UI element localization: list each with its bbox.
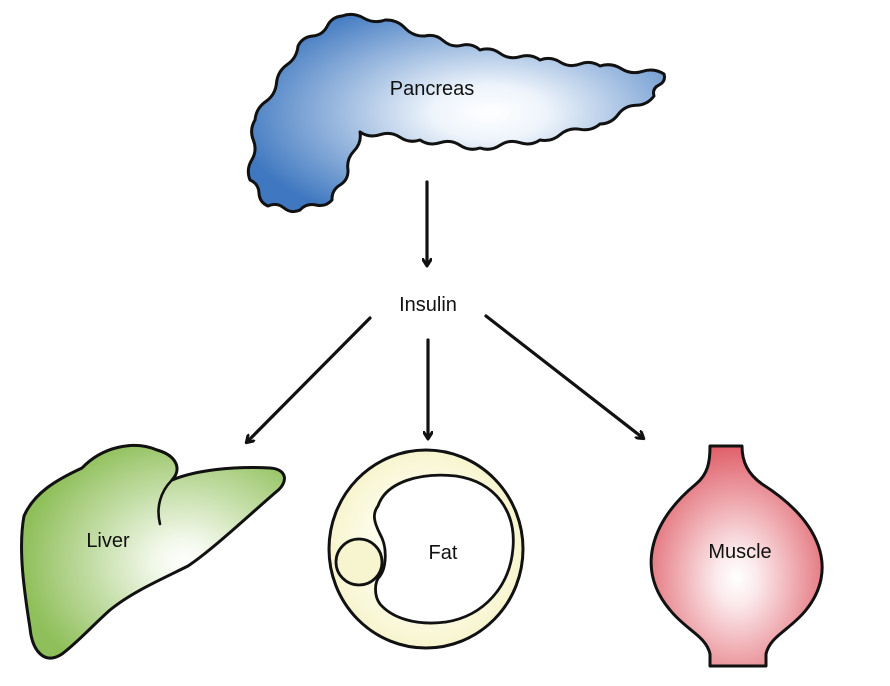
pancreas-node: Pancreas — [246, 12, 666, 214]
muscle-shape — [649, 444, 824, 668]
liver-label: Liver — [86, 530, 130, 552]
liver-lobe-line — [157, 478, 174, 526]
arrow-insulin-to-muscle — [484, 314, 643, 438]
arrow-insulin-to-liver — [247, 316, 372, 442]
muscle-label: Muscle — [708, 541, 771, 563]
fat-cell-nucleus — [334, 537, 384, 587]
insulin-label: Insulin — [399, 294, 457, 316]
liver-node: Liver — [20, 444, 286, 660]
pancreas-label: Pancreas — [390, 78, 475, 100]
fat-node: Fat — [327, 448, 525, 650]
muscle-node: Muscle — [649, 444, 824, 668]
liver-shape — [20, 444, 286, 660]
fat-cell-inner — [373, 473, 515, 625]
pancreas-shape — [246, 12, 666, 214]
fat-label: Fat — [429, 542, 458, 564]
